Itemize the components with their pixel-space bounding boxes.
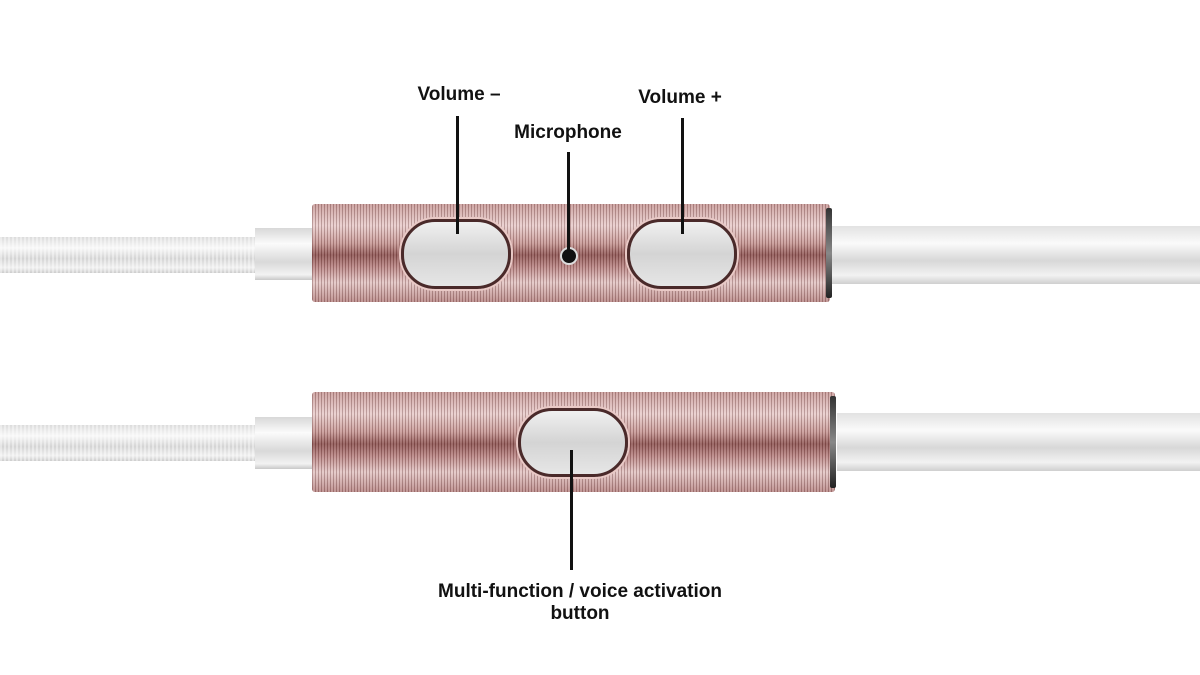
cable-left-top — [0, 237, 262, 273]
cable-connector-top — [255, 228, 313, 280]
label-multifunction-line2: button — [550, 603, 610, 624]
cable-right-top — [832, 226, 1200, 284]
cable-left-bottom — [0, 425, 262, 461]
label-volume-down: Volume – — [417, 84, 501, 105]
label-multifunction-line1: Multi-function / voice activation — [438, 581, 722, 602]
label-multifunction: Multi-function / voice activation button — [438, 581, 722, 625]
cable-right-bottom — [837, 413, 1200, 471]
endcap — [830, 396, 836, 488]
callout-line-multifunction — [570, 450, 573, 570]
label-volume-up: Volume + — [638, 87, 722, 108]
label-microphone: Microphone — [514, 122, 622, 143]
callout-line-volume-down — [456, 116, 459, 234]
callout-line-microphone — [567, 152, 570, 252]
endcap — [826, 208, 832, 298]
multifunction-button[interactable] — [518, 408, 628, 477]
callout-line-volume-up — [681, 118, 684, 234]
cable-connector-bottom — [255, 417, 313, 469]
